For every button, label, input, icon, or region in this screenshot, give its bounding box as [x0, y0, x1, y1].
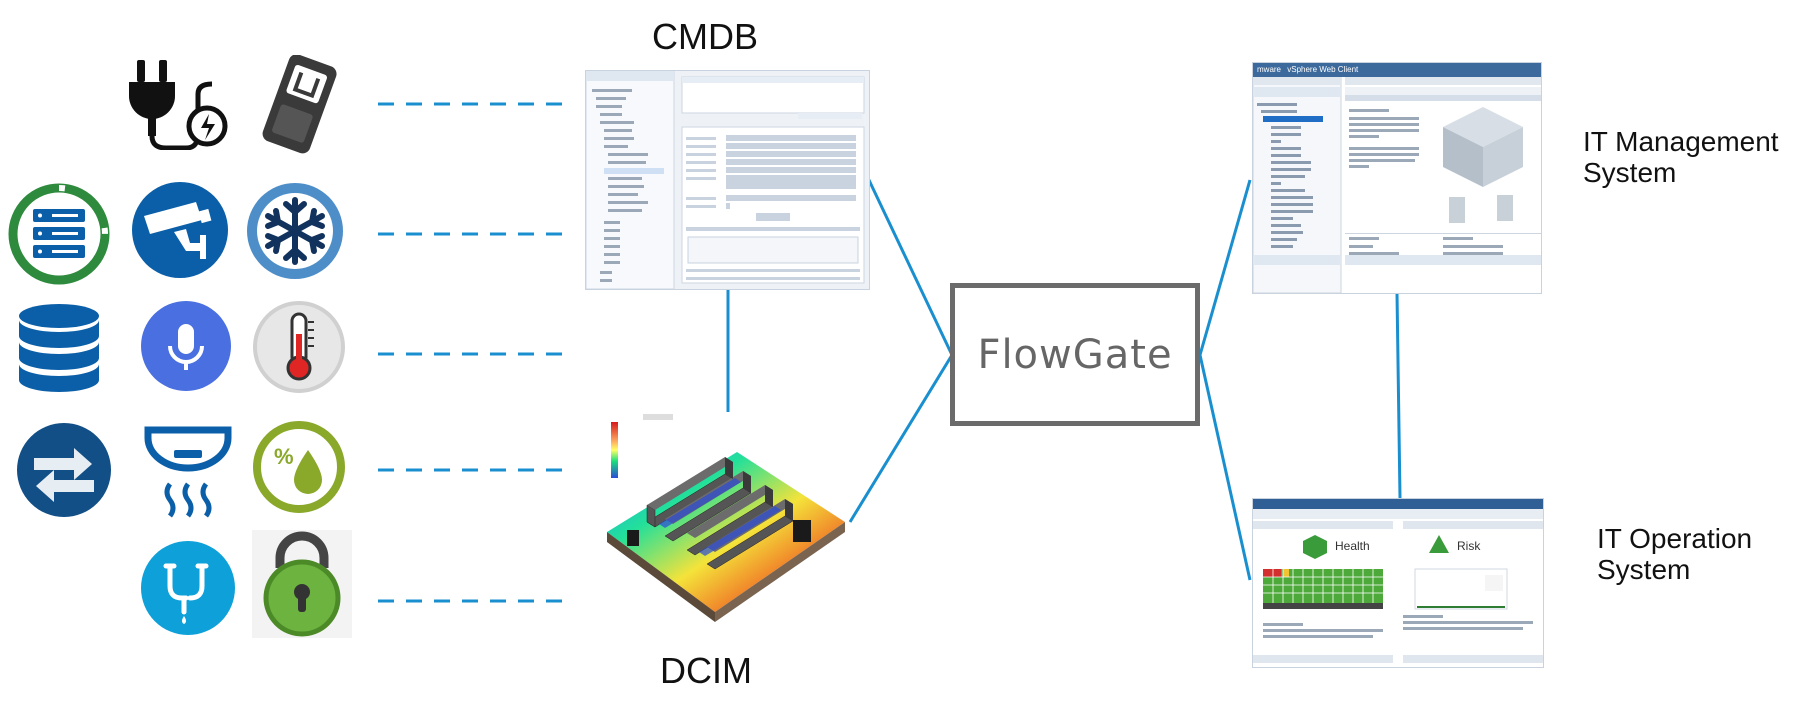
security-lock-icon [252, 530, 352, 638]
vsphere-brand: mware [1257, 65, 1282, 74]
dcim-heatmap-render [607, 414, 845, 622]
cmdb-screenshot-content [586, 71, 865, 289]
ops-content [1253, 499, 1543, 663]
power-plug-icon [129, 60, 228, 150]
vsphere-title: vSphere Web Client [1287, 65, 1359, 74]
microphone-icon [141, 301, 231, 391]
it-operation-label: IT Operation System [1597, 523, 1752, 585]
security-camera-icon [132, 182, 228, 278]
pdu-meter-icon [262, 55, 337, 154]
cmdb-flowgate-link [866, 177, 954, 356]
it-operation-label-line2: System [1597, 554, 1691, 585]
water-leak-pipe-icon [141, 541, 235, 635]
cmdb-label: CMDB [652, 16, 758, 57]
it-management-label: IT Management System [1583, 126, 1779, 188]
dcim-screenshot [607, 412, 847, 624]
it-management-label-line1: IT Management [1583, 126, 1779, 157]
smoke-detector-icon [144, 426, 232, 518]
itm-ito-link [1395, 292, 1402, 499]
ops-risk-label: Risk [1457, 539, 1481, 553]
dcim-label: DCIM [660, 650, 752, 691]
it-management-screenshot: mware vSphere Web Client [1252, 62, 1542, 294]
it-operation-screenshot: Health Risk [1252, 498, 1544, 668]
it-management-label-line2: System [1583, 157, 1677, 188]
it-operation-label-line1: IT Operation [1597, 523, 1753, 554]
cmdb-screenshot [585, 70, 870, 290]
dcim-flowgate-link [848, 354, 954, 523]
flowgate-box: FlowGate [950, 283, 1200, 426]
vsphere-titlebar: mware vSphere Web Client [1253, 63, 1541, 77]
ops-health-label: Health [1335, 539, 1370, 553]
flowgate-ito-link [1198, 354, 1252, 581]
vsphere-cluster-illustration [1443, 107, 1523, 223]
database-icon [19, 304, 99, 392]
flowgate-itm-link [1198, 179, 1252, 356]
svg-text:%: % [274, 444, 294, 469]
vsphere-content [1253, 77, 1541, 293]
server-rack-icon [8, 183, 110, 285]
network-switch-icon [17, 423, 111, 517]
cooling-snowflake-icon [247, 183, 343, 279]
flowgate-label: FlowGate [977, 331, 1173, 378]
health-heatmap [1263, 569, 1383, 609]
thermometer-icon [253, 301, 345, 393]
humidity-icon: % [253, 421, 345, 513]
